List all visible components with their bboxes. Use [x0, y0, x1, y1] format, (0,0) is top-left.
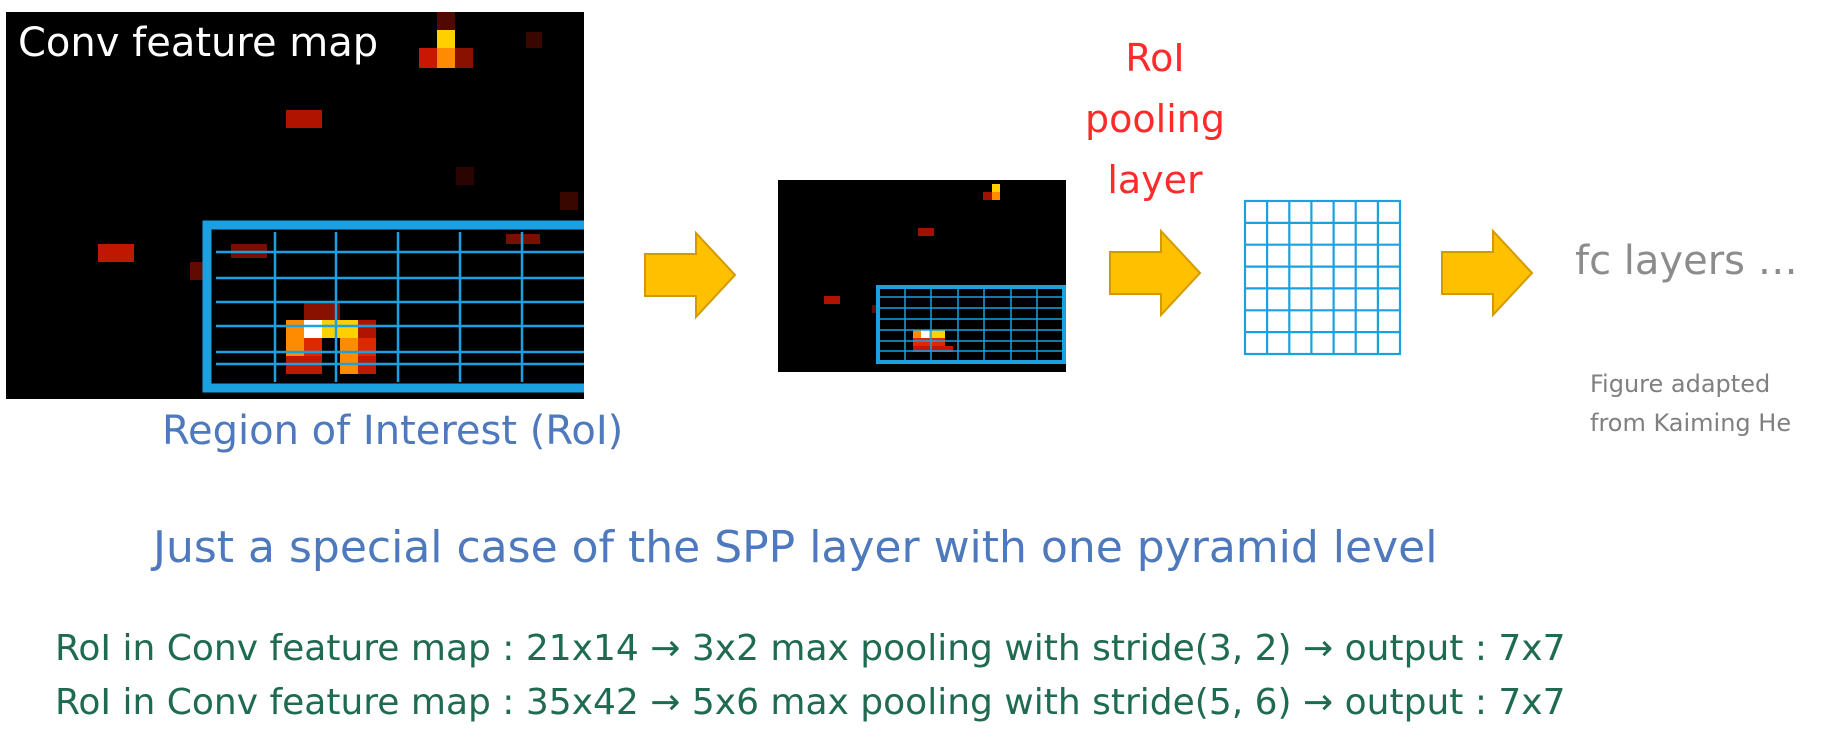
roi-label: Region of Interest (RoI) [162, 408, 624, 454]
right-arrow-icon [1109, 228, 1202, 318]
heat-pixel [526, 32, 542, 48]
heat-pixel [286, 110, 322, 128]
roi-grid-small [876, 285, 1066, 364]
heat-pixel [921, 330, 929, 338]
heat-pixel [992, 192, 1000, 200]
right-arrow-icon [1441, 228, 1534, 318]
heat-pixel [286, 320, 304, 338]
heat-pixel [913, 346, 953, 352]
heat-pixel [340, 320, 358, 338]
roi-pooling-label: RoI pooling layer [1075, 28, 1235, 211]
heat-pixel [437, 12, 455, 30]
roi-pooling-line: layer [1107, 158, 1203, 202]
heat-pixel [560, 192, 578, 210]
heat-pixel [358, 320, 376, 338]
heat-pixel [824, 296, 840, 304]
pooled-output-grid [1243, 199, 1402, 356]
heat-pixel [983, 192, 992, 200]
fc-layers-label: fc layers … [1575, 238, 1798, 284]
conv-feature-map: Conv feature map [6, 12, 584, 399]
heat-pixel [455, 48, 473, 68]
heat-pixel [304, 302, 340, 320]
figure-credit: Figure adapted from Kaiming He [1590, 365, 1791, 443]
heat-pixel [437, 48, 455, 68]
heat-pixel [913, 330, 921, 338]
subtitle: Just a special case of the SPP layer wit… [153, 522, 1438, 573]
roi-pooling-line: RoI [1125, 36, 1185, 80]
feature-map-title: Conv feature map [18, 20, 379, 66]
credit-line: from Kaiming He [1590, 409, 1792, 437]
heat-pixel [992, 184, 1000, 192]
example-line: RoI in Conv feature map : 35x42 → 5x6 ma… [55, 682, 1566, 723]
heat-pixel [304, 320, 322, 338]
example-line: RoI in Conv feature map : 21x14 → 3x2 ma… [55, 628, 1566, 669]
heat-pixel [918, 228, 934, 236]
roi-pooling-line: pooling [1085, 97, 1225, 141]
heat-pixel [419, 48, 437, 68]
credit-line: Figure adapted [1590, 370, 1771, 398]
heat-pixel [456, 167, 474, 185]
heat-pixel [929, 330, 945, 338]
right-arrow-icon [644, 230, 737, 320]
heat-pixel [437, 30, 455, 48]
heat-pixel [98, 244, 134, 262]
heat-pixel [913, 338, 945, 346]
roi-grid [202, 220, 584, 393]
conv-feature-map-small [778, 180, 1066, 372]
